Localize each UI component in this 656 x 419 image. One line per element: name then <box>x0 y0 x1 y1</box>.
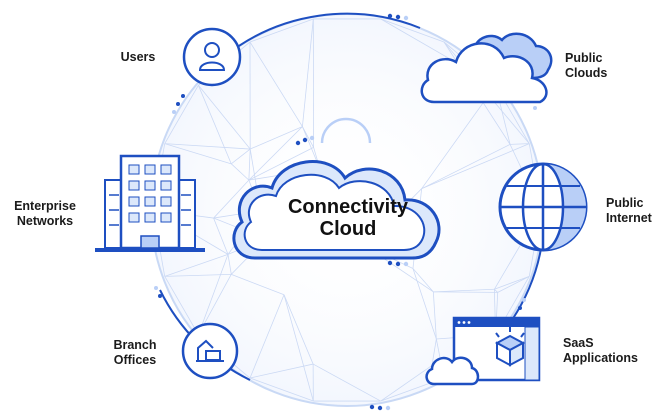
center-title-line1: Connectivity <box>287 196 409 218</box>
saas-applications-label: SaaS Applications <box>563 336 638 366</box>
branch-home-laptop-icon <box>196 339 224 362</box>
mesh-line <box>249 41 303 127</box>
mesh-line <box>231 273 285 296</box>
mesh-line <box>249 377 314 402</box>
mesh-line <box>198 254 229 335</box>
mesh-line <box>213 179 250 219</box>
mesh-line <box>249 363 314 379</box>
public-internet-label: Public Internet <box>606 196 652 226</box>
mesh-line <box>433 288 495 293</box>
internet-label-line2: Internet <box>606 211 652 225</box>
internet-label-line1: Public <box>606 196 644 210</box>
branch-offices-label: Branch Offices <box>107 338 163 368</box>
mesh-line <box>164 143 251 150</box>
center-title-line2: Cloud <box>319 218 377 240</box>
mesh-line <box>421 143 530 190</box>
public-clouds-icon <box>420 32 553 104</box>
mesh-line <box>248 126 303 181</box>
enterprise-label-line2: Networks <box>16 214 74 228</box>
mesh-line <box>164 273 232 277</box>
mesh-line <box>380 365 433 402</box>
mesh-line <box>510 143 530 145</box>
branch-offices-node <box>181 322 239 380</box>
mesh-line <box>497 275 530 293</box>
saas-label-line2: Applications <box>563 351 639 365</box>
mesh-line <box>302 126 314 148</box>
mesh-line <box>494 288 498 293</box>
connectivity-cloud-icon <box>232 117 441 267</box>
mesh-line <box>494 275 530 290</box>
mesh-line <box>164 253 229 277</box>
ring-accent-top <box>224 12 421 57</box>
enterprise-label-line1: Enterprise <box>14 199 76 213</box>
mesh-line <box>250 126 303 150</box>
small-cloud-icon <box>425 356 480 386</box>
mesh-line <box>302 18 314 127</box>
saas-window-icon <box>425 316 541 386</box>
mesh-line <box>249 18 314 43</box>
mesh-line <box>421 144 511 190</box>
mesh-line <box>227 254 232 275</box>
user-icon <box>198 42 226 71</box>
mesh-line <box>312 363 381 402</box>
mesh-line <box>164 85 199 144</box>
mesh-line <box>231 148 251 165</box>
mesh-line <box>380 18 445 43</box>
mesh-line <box>432 291 437 340</box>
mesh-line <box>249 294 285 379</box>
mesh-line <box>198 85 251 150</box>
public-clouds-label-line2: Clouds <box>565 66 608 80</box>
mesh-line <box>248 149 251 181</box>
public-clouds-label: Public Clouds <box>565 51 607 81</box>
mesh-line <box>198 85 232 165</box>
mesh-line <box>433 291 498 293</box>
mesh-line <box>164 143 232 165</box>
saas-label-line1: SaaS <box>563 336 594 350</box>
mesh-line <box>231 163 250 181</box>
mesh-line <box>248 147 314 181</box>
branch-label-line1: Branch <box>113 338 157 352</box>
enterprise-networks-label: Enterprise Networks <box>8 199 82 229</box>
users-label-line1: Users <box>120 50 156 64</box>
mesh-line <box>412 268 434 293</box>
globe-icon <box>498 162 588 252</box>
package-box-icon <box>494 327 526 367</box>
mesh-line <box>283 294 314 402</box>
users-node <box>182 27 242 87</box>
enterprise-building-icon <box>95 154 205 252</box>
branch-label-line2: Offices <box>113 353 157 367</box>
mesh-line <box>412 268 437 340</box>
users-label: Users <box>108 50 168 65</box>
mesh-line <box>431 338 437 366</box>
mesh-line <box>164 276 199 335</box>
mesh-line <box>283 294 314 365</box>
public-clouds-label-line1: Public <box>565 51 603 65</box>
center-title: Connectivity Cloud <box>258 196 438 240</box>
mesh-line <box>213 217 229 255</box>
